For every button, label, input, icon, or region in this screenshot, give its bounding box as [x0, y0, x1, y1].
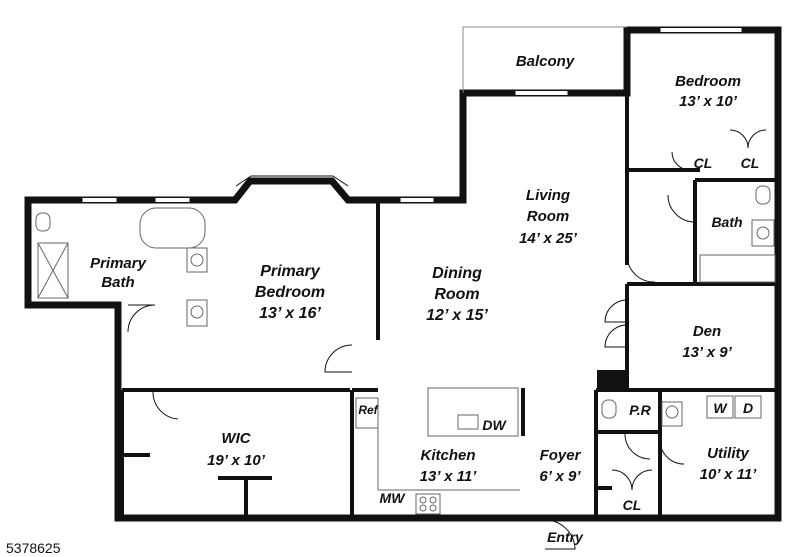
range — [415, 493, 441, 515]
washer-label: W — [713, 400, 728, 416]
den-size: 13’ x 9’ — [682, 344, 732, 361]
kitchen-island — [427, 387, 519, 437]
interior-walls — [120, 93, 778, 518]
dining-room-label-2: Room — [434, 286, 479, 303]
chimney-block — [597, 370, 627, 390]
window-marks — [82, 28, 742, 202]
living-room-label-2: Room — [527, 208, 570, 225]
balcony-outline — [462, 26, 627, 93]
closet-label-2: CL — [741, 155, 760, 171]
door-swings — [127, 129, 767, 550]
living-room-size: 14’ x 25’ — [519, 230, 578, 247]
bathtub — [139, 207, 206, 249]
refrigerator — [355, 397, 379, 429]
primary-bedroom-size: 13’ x 16’ — [259, 305, 321, 322]
toilet-3 — [601, 399, 617, 419]
dishwasher-label: DW — [482, 417, 507, 433]
foyer-size: 6’ x 9’ — [539, 468, 581, 485]
dining-room-size: 12’ x 15’ — [426, 307, 488, 324]
foyer-label: Foyer — [540, 447, 582, 464]
closet-label-3: CL — [623, 497, 642, 513]
bedroom-size: 13’ x 10’ — [679, 93, 738, 110]
sink-4 — [661, 401, 683, 427]
toilet-2 — [755, 185, 771, 205]
washer — [706, 395, 734, 419]
kitchen-label: Kitchen — [420, 447, 475, 464]
dryer — [734, 395, 762, 419]
kitchen-sink — [457, 414, 479, 430]
utility-label: Utility — [707, 445, 749, 462]
dining-room-label-1: Dining — [432, 265, 482, 282]
toilet — [35, 212, 51, 232]
sink-1 — [186, 247, 208, 273]
fixtures — [35, 185, 776, 515]
entry-label: Entry — [547, 529, 584, 545]
living-room-label-1: Living — [526, 187, 570, 204]
sink-3 — [751, 219, 775, 247]
microwave-label: MW — [380, 490, 407, 506]
utility-size: 10’ x 11’ — [700, 466, 758, 483]
primary-bath-label-1: Primary — [90, 255, 147, 272]
primary-bedroom-label-2: Bedroom — [255, 284, 325, 301]
den-label: Den — [693, 323, 721, 340]
refrigerator-label: Ref — [358, 403, 378, 417]
balcony-label: Balcony — [516, 53, 575, 70]
listing-number: 5378625 — [6, 540, 61, 556]
bedroom-label: Bedroom — [675, 73, 741, 90]
closet-label-1: CL — [694, 155, 713, 171]
wic-size: 19’ x 10’ — [207, 452, 266, 469]
shower — [37, 242, 69, 299]
wic-label: WIC — [221, 430, 251, 447]
primary-bath-label-2: Bath — [101, 274, 134, 291]
sink-2 — [186, 299, 208, 327]
dryer-label: D — [743, 400, 753, 416]
shower-2 — [699, 254, 776, 283]
exterior-walls — [24, 26, 782, 522]
primary-bedroom-label-1: Primary — [260, 263, 321, 280]
powder-room-label: P.R — [629, 402, 651, 418]
window-outlines — [81, 26, 743, 204]
kitchen-size: 13’ x 11’ — [420, 468, 478, 485]
bath-label: Bath — [711, 214, 742, 230]
